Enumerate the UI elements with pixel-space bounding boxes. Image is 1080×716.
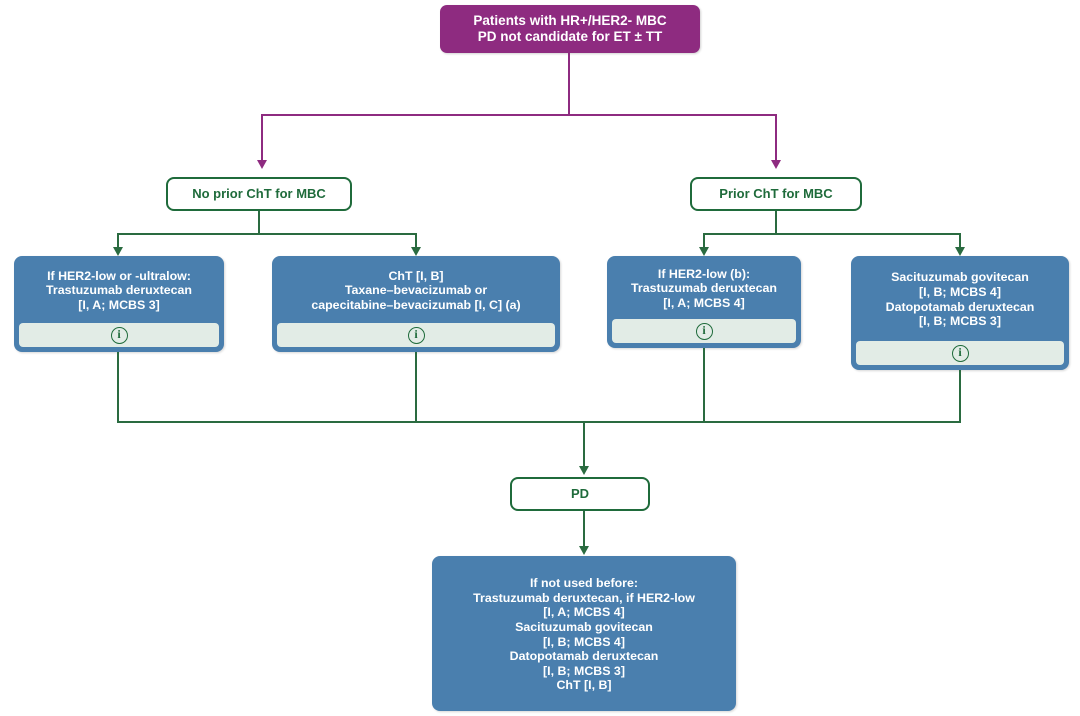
treatment-1-info-bar[interactable]: i	[19, 323, 219, 347]
arrowhead-to-treatment-4	[955, 247, 965, 256]
treatment-4-line-3: Datopotamab deruxtecan	[885, 299, 1035, 314]
treatment-node-sacituzumab-datopotamab: Sacituzumab govitecan [I, B; MCBS 4] Dat…	[851, 256, 1069, 370]
salvage-line-8: ChT [I, B]	[556, 678, 612, 693]
treatment-2-line-3: capecitabine–bevacizumab [I, C] (a)	[311, 297, 521, 312]
connector-left-decision-stem	[258, 211, 261, 234]
treatment-1-line-3: [I, A; MCBS 3]	[78, 297, 160, 312]
connector-left-decision-bus	[117, 233, 417, 236]
connector-treatment-1-drop	[117, 352, 120, 423]
arrowhead-to-salvage	[579, 546, 589, 555]
connector-right-decision-stem	[775, 211, 778, 234]
treatment-text-1: If HER2-low or -ultralow: Trastuzumab de…	[14, 256, 224, 323]
treatment-text-4: Sacituzumab govitecan [I, B; MCBS 4] Dat…	[851, 256, 1069, 341]
decision-label-prior-cht: Prior ChT for MBC	[719, 186, 833, 202]
treatment-3-line-1: If HER2-low (b):	[657, 266, 751, 281]
treatment-4-info-bar[interactable]: i	[856, 341, 1064, 365]
connector-root-to-left-drop	[261, 114, 264, 161]
connector-left-decision-drop-2	[415, 233, 418, 248]
salvage-line-4: Sacituzumab govitecan	[515, 619, 653, 634]
treatment-node-cht-taxane-capecitabine-bevacizumab: ChT [I, B] Taxane–bevacizumab or capecit…	[272, 256, 560, 352]
treatment-3-line-2: Trastuzumab deruxtecan	[631, 281, 777, 296]
treatment-2-info-bar[interactable]: i	[277, 323, 555, 347]
salvage-line-6: Datopotamab deruxtecan	[509, 649, 659, 664]
connector-treatment-3-drop	[703, 348, 706, 423]
arrowhead-to-treatment-1	[113, 247, 123, 256]
salvage-node-if-not-used-before: If not used before: Trastuzumab deruxtec…	[432, 556, 736, 711]
treatment-1-line-2: Trastuzumab deruxtecan	[46, 283, 192, 298]
arrowhead-to-no-prior-cht	[257, 160, 267, 169]
progression-label-pd: PD	[570, 486, 590, 502]
salvage-line-5: [I, B; MCBS 4]	[543, 634, 625, 649]
decision-label-no-prior-cht: No prior ChT for MBC	[192, 186, 326, 202]
connector-merge-to-pd	[583, 421, 586, 468]
root-node-patients: Patients with HR+/HER2- MBC PD not candi…	[440, 5, 700, 53]
treatment-4-line-1: Sacituzumab govitecan	[891, 270, 1029, 285]
arrowhead-to-treatment-2	[411, 247, 421, 256]
connector-treatment-4-drop	[959, 370, 962, 423]
info-icon[interactable]: i	[407, 326, 425, 344]
connector-merge-bus	[117, 421, 961, 424]
salvage-line-3: [I, A; MCBS 4]	[543, 605, 625, 620]
treatment-4-line-2: [I, B; MCBS 4]	[919, 284, 1001, 299]
treatment-text-2: ChT [I, B] Taxane–bevacizumab or capecit…	[272, 256, 560, 323]
salvage-line-2: Trastuzumab deruxtecan, if HER2-low	[473, 590, 695, 605]
treatment-node-trastuzumab-deruxtecan-her2-low-ultralow: If HER2-low or -ultralow: Trastuzumab de…	[14, 256, 224, 352]
connector-right-decision-drop-4	[959, 233, 962, 248]
connector-right-decision-drop-3	[703, 233, 706, 248]
arrowhead-to-treatment-3	[699, 247, 709, 256]
treatment-4-line-4: [I, B; MCBS 3]	[919, 314, 1001, 329]
connector-right-decision-bus	[703, 233, 961, 236]
arrowhead-to-pd	[579, 466, 589, 475]
connector-root-stem	[568, 53, 571, 115]
connector-root-bus	[261, 114, 777, 117]
treatment-2-line-1: ChT [I, B]	[388, 268, 444, 283]
treatment-3-info-bar[interactable]: i	[612, 319, 796, 343]
info-icon[interactable]: i	[951, 344, 969, 362]
connector-left-decision-drop-1	[117, 233, 120, 248]
root-line-2: PD not candidate for ET ± TT	[477, 29, 663, 44]
connector-pd-to-salvage	[583, 511, 586, 548]
connector-root-to-right-drop	[775, 114, 778, 161]
salvage-line-1: If not used before:	[529, 576, 639, 590]
treatment-1-line-1: If HER2-low or -ultralow:	[47, 268, 191, 283]
salvage-line-7: [I, B; MCBS 3]	[543, 663, 625, 678]
treatment-2-line-2: Taxane–bevacizumab or	[344, 283, 488, 298]
progression-node-pd: PD	[510, 477, 650, 511]
treatment-text-3: If HER2-low (b): Trastuzumab deruxtecan …	[607, 256, 801, 319]
info-icon[interactable]: i	[695, 322, 713, 340]
decision-node-prior-cht: Prior ChT for MBC	[690, 177, 862, 211]
salvage-text: If not used before: Trastuzumab deruxtec…	[432, 556, 736, 711]
arrowhead-to-prior-cht	[771, 160, 781, 169]
treatment-3-line-3: [I, A; MCBS 4]	[663, 295, 745, 310]
info-icon[interactable]: i	[110, 326, 128, 344]
decision-node-no-prior-cht: No prior ChT for MBC	[166, 177, 352, 211]
treatment-node-trastuzumab-deruxtecan-her2-low-b: If HER2-low (b): Trastuzumab deruxtecan …	[607, 256, 801, 348]
connector-treatment-2-drop	[415, 352, 418, 423]
root-line-1: Patients with HR+/HER2- MBC	[473, 13, 667, 29]
